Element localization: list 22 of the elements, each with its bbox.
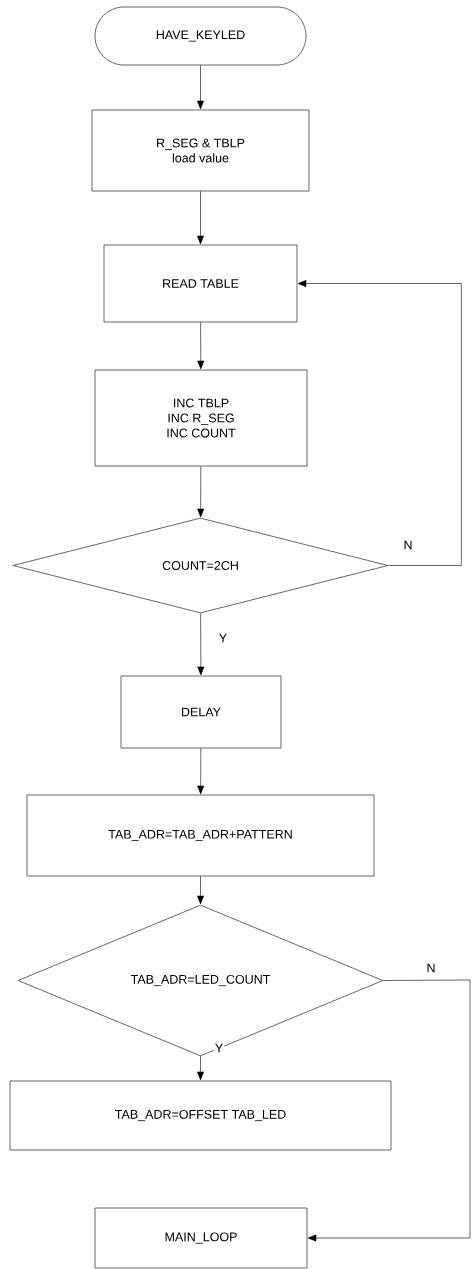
edge-label: Y xyxy=(213,1042,225,1054)
edge-label: N xyxy=(402,539,414,551)
arrow xyxy=(197,191,204,245)
edge-label: N xyxy=(425,962,437,974)
arrow xyxy=(197,322,205,370)
arrow xyxy=(307,979,471,1242)
arrow xyxy=(197,612,205,676)
arrow xyxy=(197,876,204,905)
arrow xyxy=(197,1056,204,1081)
process-box: TAB_ADR=OFFSET TAB_LED xyxy=(9,1080,392,1151)
arrow xyxy=(197,466,205,518)
process-box: TAB_ADR=TAB_ADR+PATTERN xyxy=(26,794,375,877)
process-box: R_SEG & TBLP load value xyxy=(91,109,310,192)
arrow xyxy=(297,280,462,566)
process-box: READ TABLE xyxy=(103,244,298,323)
edge-label: Y xyxy=(217,632,229,644)
process-box: MAIN_LOOP xyxy=(94,1207,308,1269)
arrow xyxy=(197,65,204,110)
process-box: DELAY xyxy=(120,675,282,749)
process-box: INC TBLP INC R_SEG INC COUNT xyxy=(94,369,308,467)
terminator-box: HAVE_KEYLED xyxy=(94,6,307,66)
arrow xyxy=(197,748,205,795)
